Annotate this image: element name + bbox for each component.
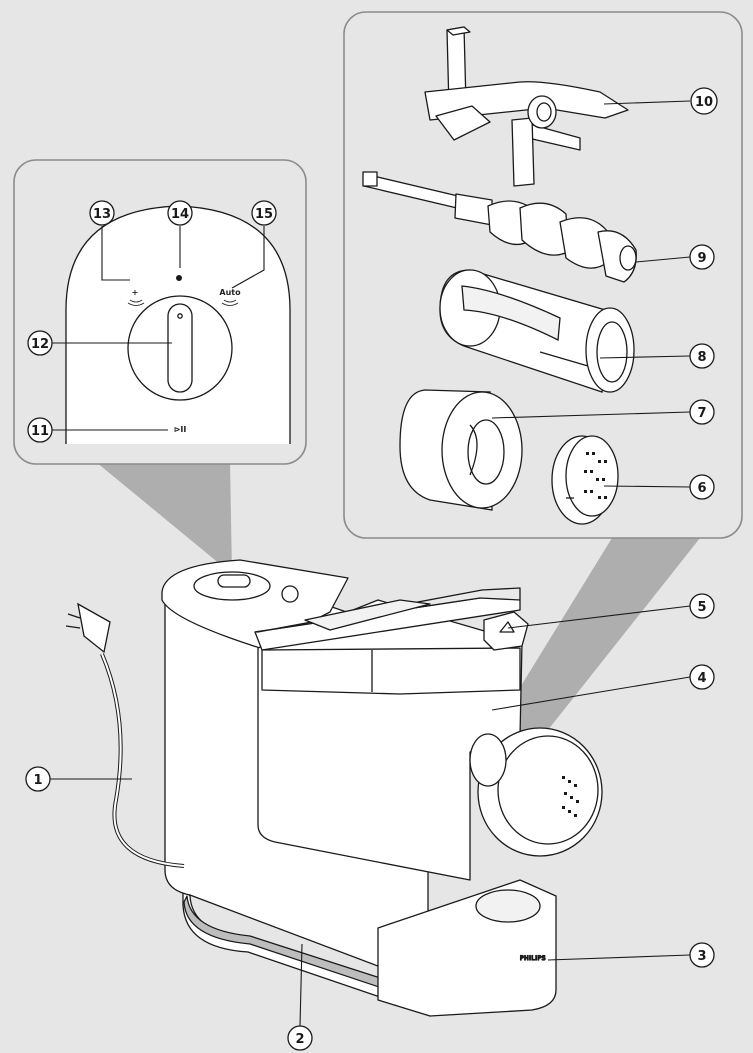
callout-2-label: 2	[295, 1032, 304, 1047]
extrusion-screw	[362, 171, 637, 283]
appliance-body: PHILIPS	[161, 559, 603, 1017]
disc-holes	[584, 452, 607, 499]
program-dial[interactable]	[127, 295, 233, 401]
output-disc-holes	[562, 776, 579, 817]
callout-1-label: 1	[33, 773, 42, 788]
indicator-light	[176, 275, 182, 281]
callout-13-label: 13	[93, 207, 111, 222]
callout-15-label: 15	[255, 207, 273, 222]
callout-8-label: 8	[697, 350, 706, 365]
callout-3-label: 3	[697, 949, 706, 964]
shaping-disc	[551, 435, 619, 525]
callout-12-label: 12	[31, 337, 49, 352]
start-pause-button[interactable]: ⊳II	[174, 425, 187, 434]
callout-11: 11	[27, 417, 53, 443]
extrusion-tube	[439, 269, 635, 393]
callout-2: 2	[287, 1025, 313, 1051]
callout-9: 9	[689, 244, 715, 270]
callout-9-label: 9	[697, 251, 706, 266]
callout-10: 10	[690, 87, 718, 115]
front-cap	[399, 389, 523, 511]
callout-5: 5	[689, 593, 715, 619]
callout-12: 12	[27, 330, 53, 356]
callout-4: 4	[689, 664, 715, 690]
callout-6-label: 6	[697, 481, 706, 496]
callout-10-label: 10	[695, 95, 713, 110]
callout-6: 6	[689, 474, 715, 500]
callout-1: 1	[25, 766, 51, 792]
zoom-cone-accessories	[500, 538, 700, 740]
callout-7-label: 7	[697, 406, 706, 421]
auto-label: Auto	[219, 288, 241, 297]
water-drop-icon	[127, 299, 145, 306]
callout-14-label: 14	[171, 207, 189, 222]
lid-lock[interactable]	[483, 611, 529, 651]
callout-8: 8	[689, 343, 715, 369]
extra-water-plus: +	[132, 288, 139, 297]
power-cord	[65, 602, 185, 868]
callout-4-label: 4	[697, 671, 706, 686]
auto-button[interactable]: Auto	[219, 288, 241, 306]
callout-7: 7	[689, 399, 715, 425]
callout-3: 3	[689, 942, 715, 968]
callout-13: 13	[89, 200, 115, 226]
power-plug	[65, 602, 111, 654]
extra-water-button[interactable]: +	[127, 288, 145, 306]
chamber-opening	[261, 647, 521, 695]
mixing-paddle	[424, 26, 629, 187]
callout-11-label: 11	[31, 424, 49, 439]
brand-logo: PHILIPS	[520, 955, 546, 962]
callout-15: 15	[251, 200, 277, 226]
zoom-cone-control-panel	[96, 462, 232, 574]
callout-5-label: 5	[697, 600, 706, 615]
callout-14: 14	[167, 200, 193, 226]
auto-wave-icon	[221, 299, 239, 306]
leader-lines	[50, 100, 691, 1027]
